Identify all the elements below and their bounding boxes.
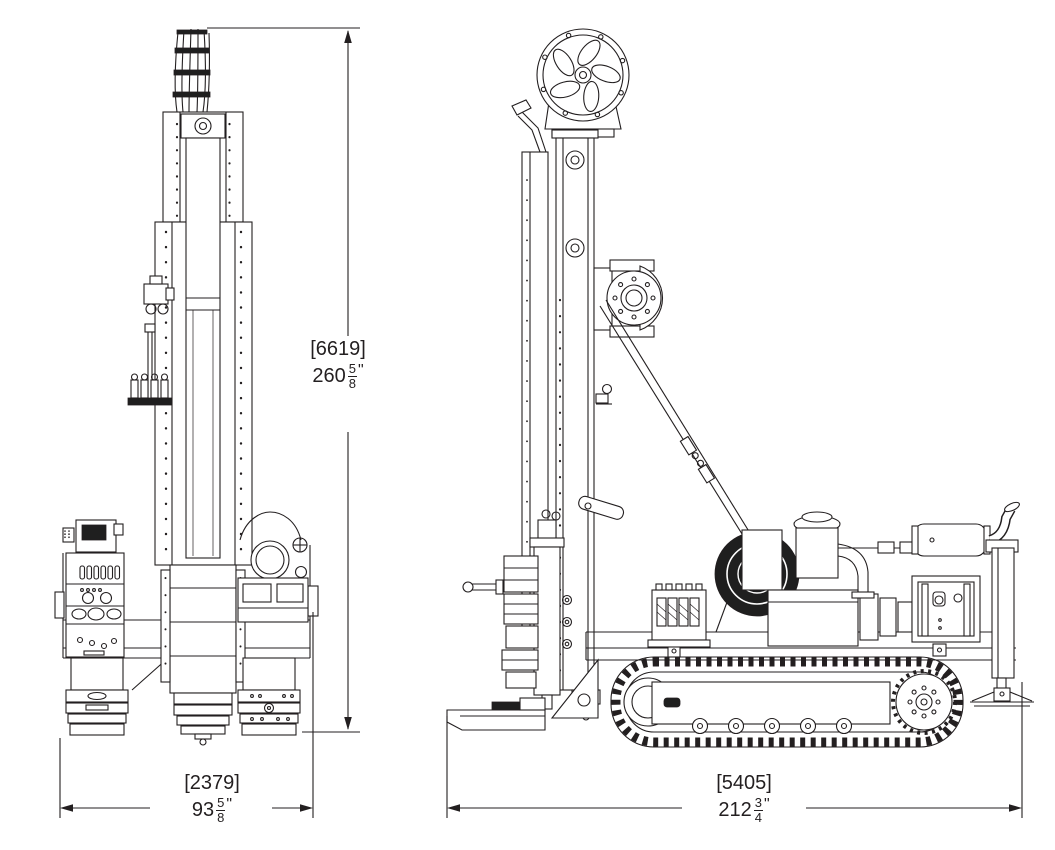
crawler-track [610, 656, 964, 748]
mast-front [154, 111, 253, 566]
front-width-dimension-label: [2379] 93 5 8 " [168, 772, 256, 824]
mast-valve-fitting [143, 275, 175, 315]
front-width-mm-value: [2379] [184, 772, 240, 794]
side-view [446, 28, 1034, 748]
drive-sprocket [895, 673, 953, 731]
engine-side [741, 501, 1020, 647]
track-pad-right [237, 657, 301, 736]
mast-gusset [550, 658, 599, 719]
air-cleaner-front [250, 540, 290, 580]
rear-outrigger [970, 539, 1034, 707]
height-dimension-label: [6619] 260 5 8 " [296, 338, 380, 390]
probe-head-assembly [462, 495, 625, 719]
hose-manifold [127, 323, 173, 406]
front-view [54, 28, 319, 746]
height-inches-fraction: 5 8 [347, 361, 357, 391]
side-length-inches-fraction: 3 4 [753, 795, 763, 825]
height-inches-whole: 260 [312, 364, 346, 387]
muffler [911, 523, 991, 557]
radiator-housing [741, 529, 783, 591]
front-width-inches-whole: 93 [191, 798, 215, 821]
side-length-mm-value: [5405] [716, 772, 772, 794]
track-chain-links [611, 657, 963, 747]
mast-side [551, 129, 601, 721]
carriage-front [160, 564, 246, 694]
feed-cylinder-cap [529, 537, 565, 548]
dimension-side-length [446, 682, 1023, 818]
front-blade [446, 697, 546, 731]
track-frame [651, 681, 891, 725]
exhaust-stack [988, 501, 1020, 545]
valve-spools [656, 597, 700, 627]
side-length-inch-mark: " [763, 796, 770, 813]
dimension-height [207, 27, 360, 733]
track-pad-left [65, 657, 129, 736]
engine-box [767, 589, 859, 647]
rotary-head [593, 259, 664, 338]
front-width-inch-mark: " [226, 796, 233, 813]
front-width-inches-fraction: 5 8 [216, 795, 226, 825]
mast-elbow-fitting [595, 383, 613, 405]
height-inch-mark: " [357, 362, 364, 379]
mast-foot-front [173, 692, 233, 746]
track-rollers [691, 717, 853, 735]
side-length-dimension-label: [5405] 212 3 4 " [696, 772, 792, 824]
mast-brace [599, 299, 762, 558]
crown-sheave-wheel [536, 28, 630, 138]
engine-front [237, 511, 309, 623]
side-length-inches-whole: 212 [718, 798, 752, 821]
hydraulic-valve-bank [647, 583, 711, 648]
hose-bundle [172, 28, 211, 113]
dimension-front-width [59, 612, 314, 818]
air-filter [793, 511, 841, 579]
console-knobs [79, 565, 121, 580]
console-gauges [81, 591, 113, 605]
electrical-box [911, 575, 981, 643]
intake-elbow-duct [837, 543, 875, 599]
height-mm-value: [6619] [310, 338, 366, 360]
feed-cylinder-front [185, 137, 221, 559]
control-console [62, 519, 125, 658]
sheave-spokes [549, 39, 621, 113]
